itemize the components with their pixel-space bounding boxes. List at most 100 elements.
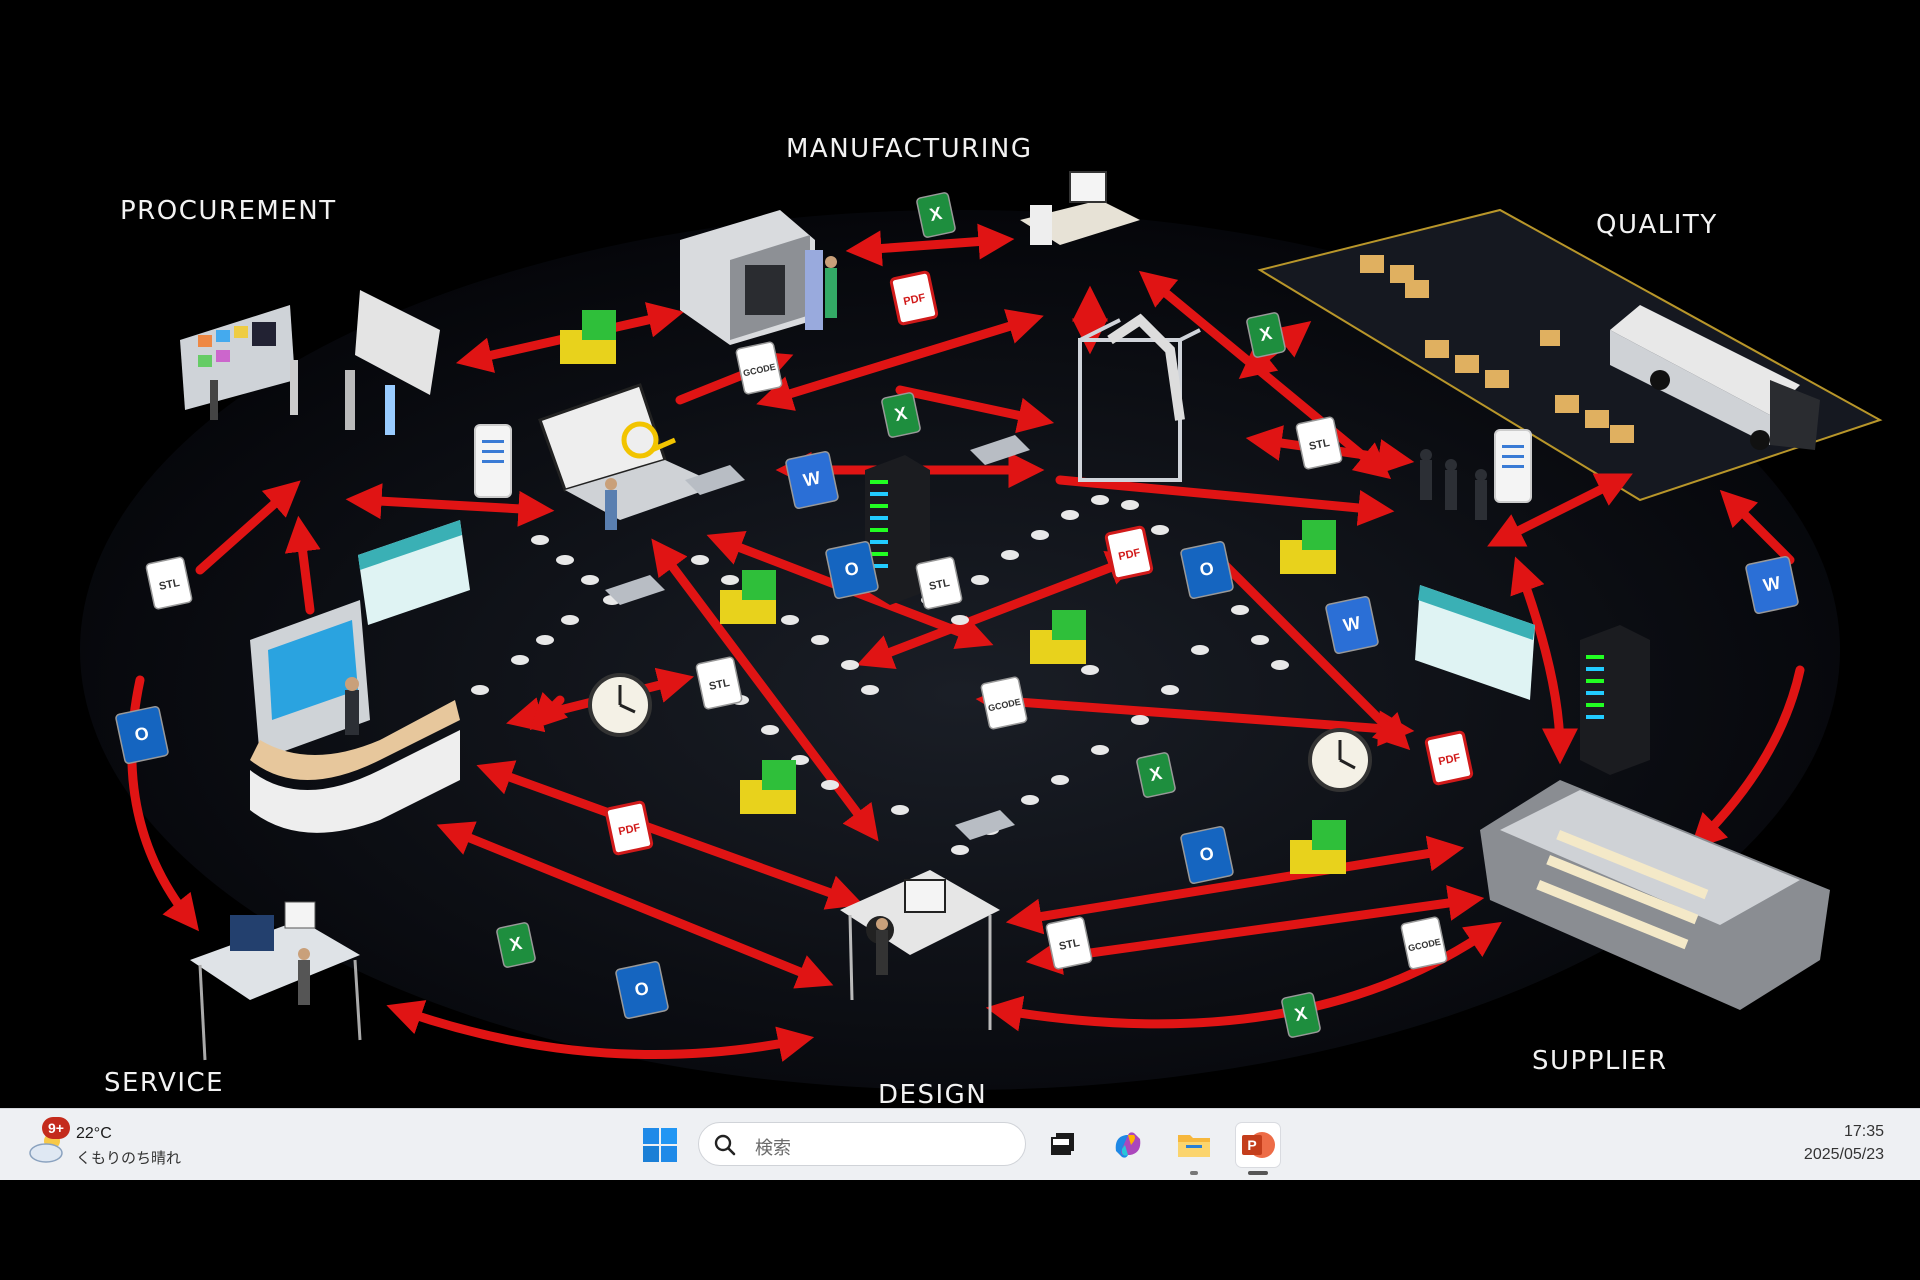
outlook-file-icon: O [115, 705, 169, 765]
usb-device-icon [605, 435, 1030, 840]
block-stack-icon [720, 570, 776, 624]
file-badge-layer: STLSTLSTLSTLSTLPDFPDFPDFPDFGCODEGCODEGCO… [115, 192, 1799, 1038]
server-rack-supplier [1580, 625, 1650, 775]
label-supplier: SUPPLIER [1532, 1046, 1668, 1076]
arrow [895, 385, 1055, 434]
arrow [1215, 555, 1411, 751]
robot-cell [1078, 313, 1201, 482]
arrow [756, 309, 1044, 411]
file-badge-bg [1281, 992, 1321, 1038]
file-badge-bg [1424, 730, 1474, 786]
copilot-button[interactable] [1106, 1123, 1150, 1167]
arrow [529, 691, 569, 731]
windows-start-button[interactable] [638, 1123, 682, 1167]
procurement-area [180, 290, 440, 435]
file-badge-bg [1246, 312, 1286, 358]
windows-start-icon [643, 1128, 677, 1162]
outlook-file-icon: O [825, 540, 879, 600]
file-badge-label: STL [928, 577, 951, 593]
label-manufacturing: MANUFACTURING [786, 134, 1033, 164]
search-placeholder: 検索 [755, 1138, 791, 1159]
file-badge-bg [980, 676, 1028, 730]
label-service: SERVICE [104, 1068, 225, 1098]
pdf-file-icon: PDF [1104, 525, 1154, 581]
file-badge-bg [1295, 416, 1343, 470]
pdf-file-icon: PDF [1424, 730, 1474, 786]
file-badge-label: O [1198, 843, 1216, 865]
label-quality: QUALITY [1596, 210, 1718, 240]
file-badge-bg [785, 450, 839, 510]
arrow [345, 483, 555, 527]
file-badge-bg [1180, 540, 1234, 600]
file-badge-label: PDF [617, 822, 641, 838]
taskbar-search-box[interactable]: 検索 [698, 1122, 1026, 1166]
service-workbench [190, 901, 362, 1061]
file-badge-label: PDF [902, 292, 926, 308]
file-badge-bg [695, 656, 743, 710]
stl-file-icon: STL [1295, 416, 1343, 470]
excel-file-icon: X [496, 922, 536, 968]
file-badge-label: X [508, 933, 524, 955]
file-badge-label: PDF [1437, 752, 1461, 768]
arrow [1487, 473, 1633, 547]
file-explorer-button[interactable] [1172, 1123, 1216, 1167]
file-badge-label: X [1148, 763, 1164, 785]
copilot-icon [1115, 1132, 1141, 1158]
file-badge-label: STL [708, 677, 731, 693]
powerpoint-active-indicator [1248, 1171, 1268, 1175]
arrow [1719, 489, 1795, 565]
file-badge-bg [496, 922, 536, 968]
laptop-cad [538, 383, 720, 520]
block-green [582, 310, 616, 340]
block-green [742, 570, 776, 600]
file-badge-bg [1180, 825, 1234, 885]
powerpoint-button[interactable]: P [1236, 1123, 1280, 1167]
file-badge-bg [1325, 595, 1379, 655]
task-view-button[interactable] [1040, 1123, 1084, 1167]
people [298, 256, 1487, 1005]
outlook-file-icon: O [1180, 540, 1234, 600]
file-badge-label: STL [1308, 437, 1331, 453]
file-badge-bg [1104, 525, 1154, 581]
outlook-file-icon: O [1180, 825, 1234, 885]
file-badge-label: STL [158, 577, 181, 593]
excel-file-icon: X [1281, 992, 1321, 1038]
gcode-file-icon: GCODE [735, 341, 783, 395]
file-badge-label: W [1341, 612, 1362, 635]
file-badge-bg [1136, 752, 1176, 798]
weather-condition: くもりのち晴れ [76, 1149, 182, 1167]
file-badge-bg [889, 270, 939, 326]
clock-time: 17:35 [1843, 1123, 1884, 1140]
phone-icon [474, 424, 512, 498]
notification-badge: 9+ [42, 1117, 70, 1139]
file-badge-bg [915, 556, 963, 610]
workflow-diagram: STLSTLSTLSTLSTLPDFPDFPDFPDFGCODEGCODEGCO… [80, 171, 1883, 1090]
weather-widget[interactable]: 9+ 22°C くもりのち晴れ [26, 1117, 226, 1171]
file-badge-bg [916, 192, 956, 238]
delivery-truck [1610, 305, 1820, 450]
task-view-icon [1051, 1133, 1074, 1155]
file-badge-label: W [801, 467, 822, 490]
arrow [436, 821, 834, 989]
pdf-file-icon: PDF [604, 800, 654, 856]
block-stack-icon [1030, 610, 1086, 664]
file-badge-bg [881, 392, 921, 438]
file-badge-bg [1400, 916, 1448, 970]
stl-file-icon: STL [1045, 916, 1093, 970]
letterbox-bottom [0, 1180, 1920, 1280]
file-badge-label: W [1761, 572, 1782, 595]
block-stack-icon [740, 760, 796, 814]
file-badge-bg [615, 960, 669, 1020]
stl-file-icon: STL [915, 556, 963, 610]
server-rack [865, 455, 930, 605]
label-procurement: PROCUREMENT [120, 196, 337, 226]
supplier-factory [1480, 780, 1830, 1010]
clock-icon [1308, 728, 1372, 792]
warehouse-boxes [1360, 255, 1634, 443]
arrow [856, 550, 1144, 670]
system-clock[interactable]: 17:35 2025/05/23 [1804, 1121, 1884, 1167]
arrow [975, 683, 1415, 747]
file-badge-label: O [133, 723, 151, 745]
file-badge-bg [735, 341, 783, 395]
